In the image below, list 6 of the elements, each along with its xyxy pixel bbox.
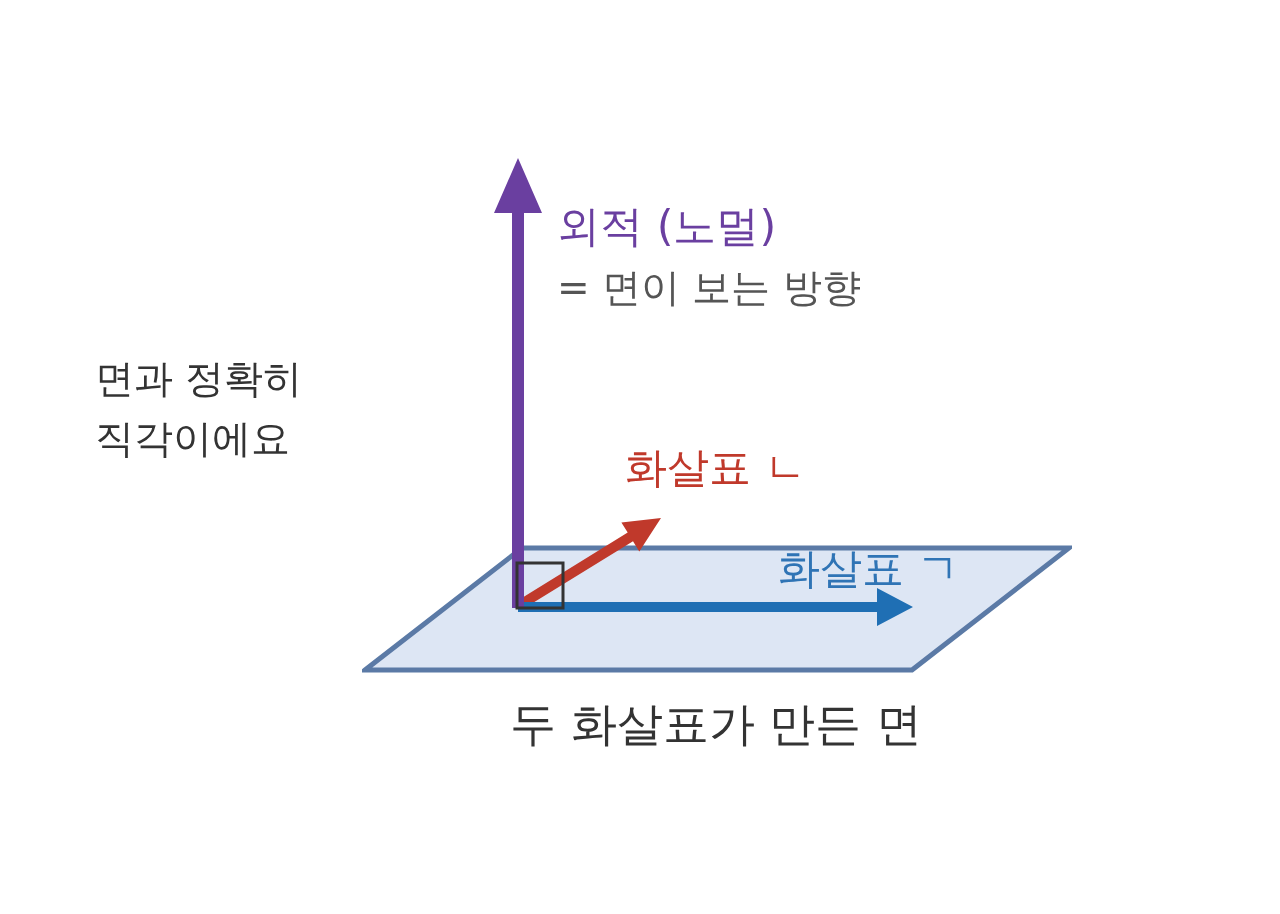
note-text: 면과 정확히 직각이에요 xyxy=(95,355,304,463)
plane-caption: 두 화살표가 만든 면 xyxy=(510,698,922,751)
vector-label: 화살표 ㄴ xyxy=(625,444,807,493)
vector-label: 외적 (노멀) xyxy=(557,202,777,252)
note-text: = 면이 보는 방향 xyxy=(557,266,861,311)
vector-label: 화살표 ㄱ xyxy=(778,545,960,594)
